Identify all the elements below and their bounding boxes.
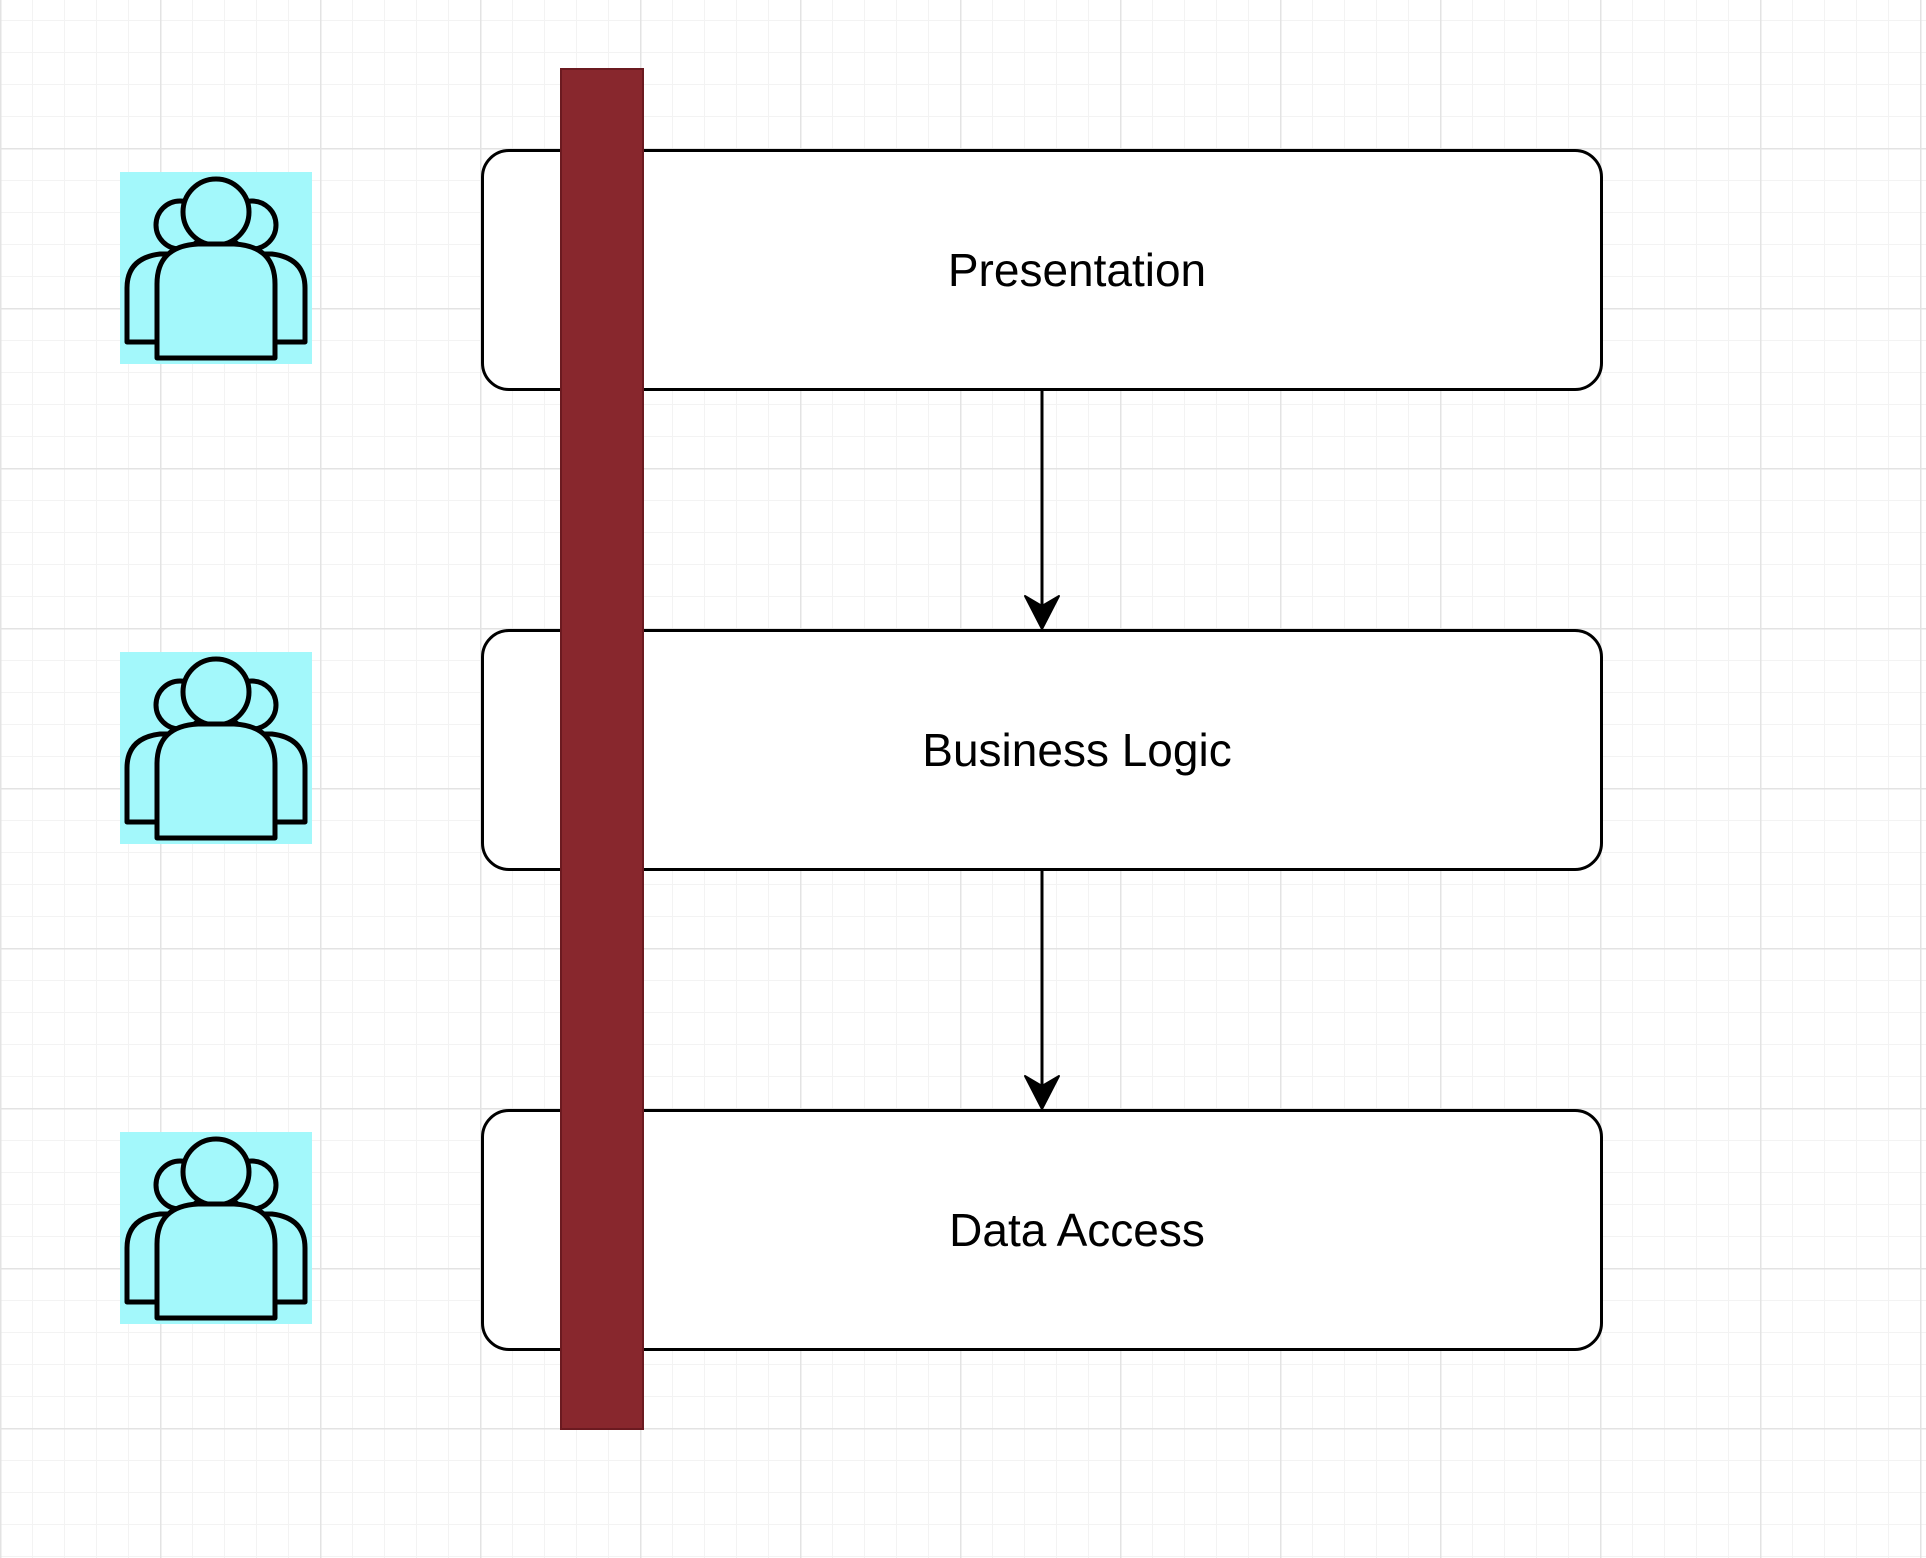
- arrow-business-logic-to-data-access: [1024, 871, 1060, 1110]
- layer-business-logic[interactable]: Business Logic: [481, 629, 1603, 871]
- layer-label: Business Logic: [922, 724, 1232, 776]
- layer-label: Data Access: [949, 1204, 1205, 1256]
- layer-data-access[interactable]: Data Access: [481, 1109, 1603, 1351]
- cross-cutting-bar[interactable]: [560, 68, 644, 1430]
- users-icon: [120, 652, 312, 844]
- users-icon: [120, 1132, 312, 1324]
- layer-label: Presentation: [947, 244, 1207, 296]
- arrow-presentation-to-business-logic: [1024, 391, 1060, 630]
- users-icon: [120, 172, 312, 364]
- layer-presentation[interactable]: Presentation: [481, 149, 1603, 391]
